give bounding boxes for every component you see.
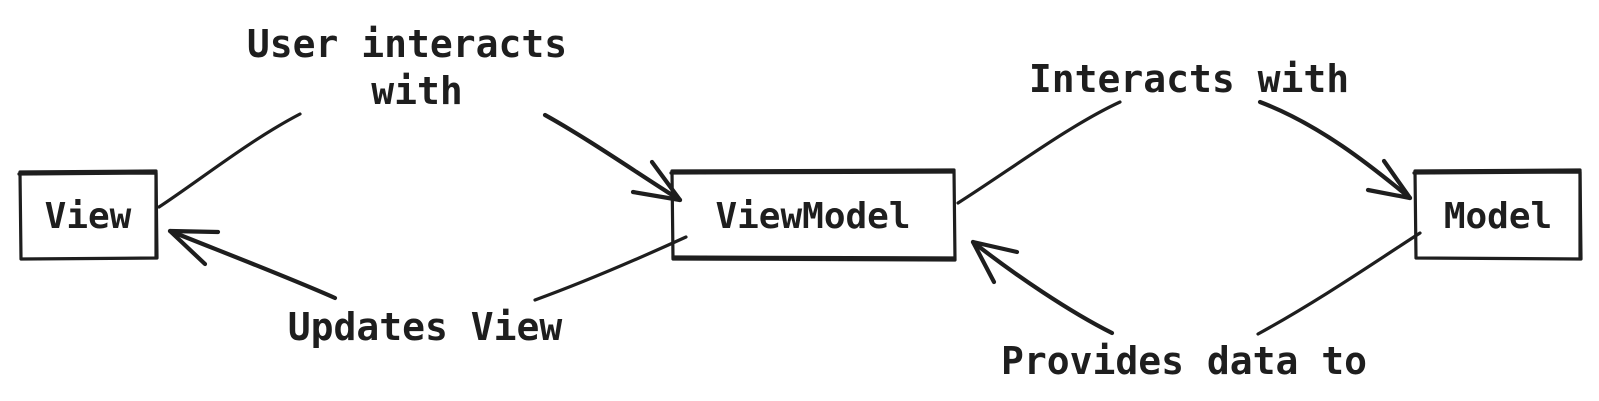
view-box-sketch: [17, 171, 158, 259]
edge-interacts-with-line-right: [1257, 99, 1413, 201]
model-box: [1413, 168, 1583, 261]
edge-updates-view-line-right: [533, 235, 688, 302]
edge-user-interacts-line-left: [157, 112, 302, 209]
viewmodel-box-sketch: [669, 170, 956, 260]
edge-updates-view: Updates View: [167, 228, 688, 349]
edge-interacts-with-arrowhead: [1365, 158, 1413, 201]
edge-user-interacts-label-1: User interacts: [247, 22, 567, 66]
edge-updates-view-arrowhead: [167, 228, 221, 267]
viewmodel-box: [670, 168, 957, 262]
model-box-sketch: [1412, 170, 1582, 259]
edge-provides-data: Provides data to: [970, 231, 1422, 383]
edge-updates-view-label: Updates View: [288, 305, 563, 349]
edge-provides-data-line-right: [1256, 231, 1422, 336]
edge-user-interacts-label-2: with: [371, 69, 463, 113]
edge-user-interacts-arrowhead: [630, 159, 683, 203]
edge-interacts-with-label: Interacts with: [1029, 57, 1349, 101]
edge-updates-view-line-left: [167, 228, 338, 301]
edge-provides-data-arrowhead: [970, 239, 1020, 285]
viewmodel-label: ViewModel: [715, 196, 910, 237]
viewmodel-node[interactable]: ViewModel: [669, 168, 957, 262]
model-node[interactable]: Model: [1412, 168, 1583, 261]
edge-provides-data-label: Provides data to: [1001, 339, 1367, 383]
edge-interacts-with-line-left: [956, 100, 1122, 205]
view-node[interactable]: View: [17, 169, 159, 261]
edge-provides-data-line-left: [970, 239, 1115, 336]
model-label: Model: [1444, 196, 1552, 237]
view-label: View: [45, 196, 132, 237]
edge-user-interacts-line-right: [542, 112, 683, 203]
edge-interacts-with: Interacts with: [956, 57, 1413, 205]
edge-user-interacts: User interacts with: [157, 22, 683, 209]
